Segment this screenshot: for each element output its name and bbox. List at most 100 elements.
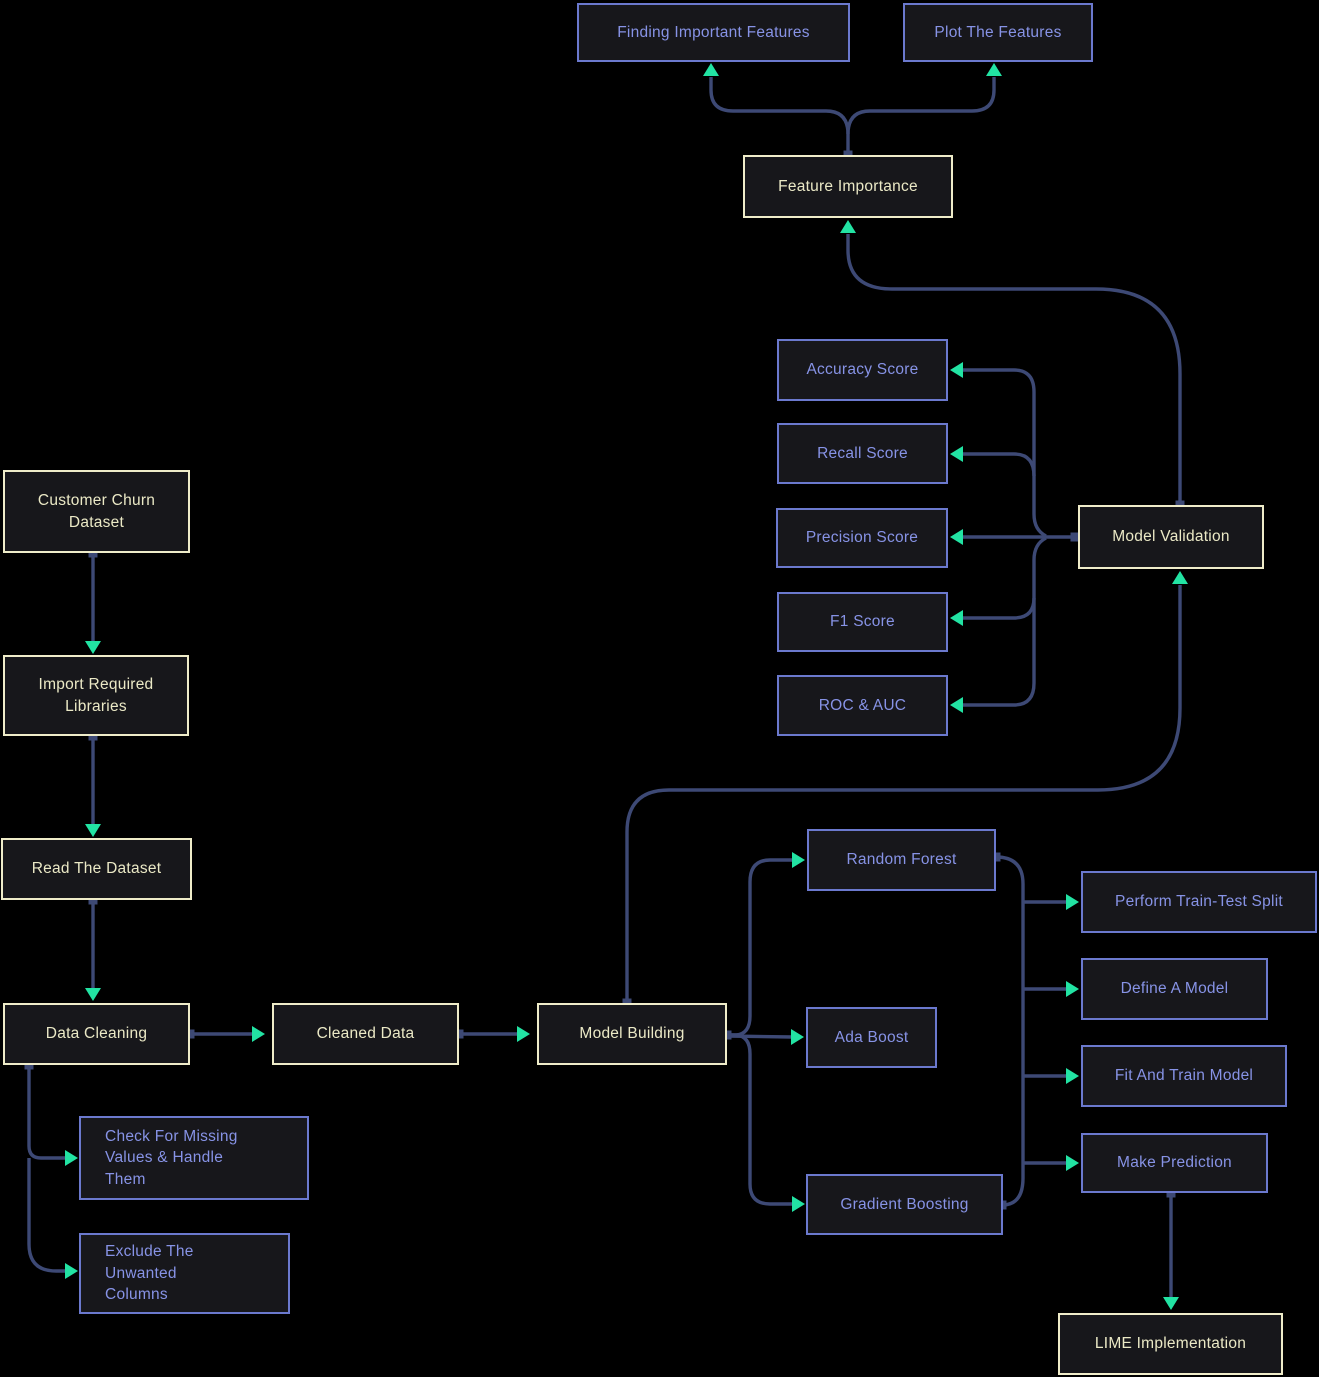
node-label: Fit And Train Model	[1114, 1067, 1254, 1085]
edge-scores-branch-f1	[950, 597, 1036, 626]
arrowhead-up	[703, 63, 719, 76]
node-label: Import Required Libraries	[38, 676, 154, 715]
node-label: Precision Score	[805, 529, 919, 547]
arrowhead-right	[791, 1029, 804, 1045]
node-gradient-boosting: Gradient Boosting	[806, 1174, 1003, 1235]
node-data-cleaning: Data Cleaning	[3, 1003, 190, 1065]
arrowhead-right	[65, 1263, 78, 1279]
node-fit-and-train-model: Fit And Train Model	[1081, 1045, 1287, 1107]
node-label: Model Building	[579, 1025, 685, 1043]
node-customer-churn-dataset: Customer Churn Dataset	[3, 470, 190, 553]
edge-model-building-to-random-forest	[722, 852, 805, 1040]
edge-trunk-to-define-a-model	[1023, 981, 1079, 997]
edge-source-dot	[24, 1060, 34, 1070]
arrowhead-right	[517, 1026, 530, 1042]
node-exclude-the-unwanted-columns: Exclude The Unwanted Columns	[79, 1233, 290, 1314]
edge-make-prediction-to-lime	[1163, 1188, 1179, 1310]
arrowhead-left	[950, 610, 963, 626]
node-label: Accuracy Score	[806, 361, 919, 379]
arrowhead-right	[792, 852, 805, 868]
node-label: F1 Score	[830, 613, 895, 631]
node-import-required-libraries: Import Required Libraries	[3, 655, 189, 736]
node-label: LIME Implementation	[1094, 1335, 1247, 1353]
edge-models-to-training-steps-trunk	[991, 852, 1025, 1210]
node-label: Check For Missing Values & Handle Them	[105, 1127, 238, 1188]
node-model-validation: Model Validation	[1078, 505, 1264, 569]
node-label: Recall Score	[817, 444, 908, 462]
arrowhead-right	[252, 1026, 265, 1042]
node-precision-score: Precision Score	[776, 508, 948, 568]
edge-scores-branch-recall	[950, 446, 1036, 477]
node-perform-train-test-split: Perform Train-Test Split	[1081, 871, 1317, 933]
arrowhead-down	[85, 988, 101, 1001]
edge-source-dot	[88, 548, 98, 558]
node-define-a-model: Define A Model	[1081, 958, 1268, 1020]
edge-data-cleaning-to-check-missing	[24, 1060, 78, 1166]
arrowhead-up	[1172, 571, 1188, 584]
edge-import-libraries-to-read-dataset	[85, 731, 101, 837]
node-label: Exclude The Unwanted Columns	[105, 1243, 194, 1304]
edge-source-dot	[454, 1029, 464, 1039]
arrowhead-left	[950, 697, 963, 713]
node-label: Read The Dataset	[31, 860, 162, 878]
edge-cleaned-data-to-model-building	[454, 1026, 530, 1042]
node-check-for-missing-values: Check For Missing Values & Handle Them	[79, 1116, 309, 1200]
node-label: Perform Train-Test Split	[1115, 893, 1283, 911]
edge-scores-branch-precision	[950, 529, 1046, 545]
edge-trunk-to-fit-and-train-model	[1023, 1068, 1079, 1084]
edge-source-dot	[185, 1029, 195, 1039]
edge-model-validation-to-scores	[1046, 532, 1080, 542]
node-label: Ada Boost	[834, 1028, 909, 1046]
arrowhead-right	[65, 1150, 78, 1166]
arrowhead-down	[85, 824, 101, 837]
edge-model-building-to-gradient-boosting	[727, 1033, 805, 1212]
arrowhead-right	[1066, 1155, 1079, 1171]
edge-trunk-to-perform-train-test-split	[1023, 894, 1079, 910]
edge-data-cleaning-to-exclude-columns	[27, 1158, 78, 1279]
arrowhead-down	[1163, 1297, 1179, 1310]
node-label: Model Validation	[1112, 528, 1230, 546]
edge-feature-importance-to-plot-the-features	[846, 63, 1002, 135]
node-f1-score: F1 Score	[777, 592, 948, 652]
node-label: ROC & AUC	[818, 696, 907, 714]
node-model-building: Model Building	[537, 1003, 727, 1065]
edge-data-cleaning-to-cleaned-data	[185, 1026, 265, 1042]
node-ada-boost: Ada Boost	[806, 1007, 937, 1068]
node-lime-implementation: LIME Implementation	[1058, 1313, 1283, 1375]
node-feature-importance: Feature Importance	[743, 155, 953, 218]
arrowhead-up	[840, 220, 856, 233]
node-make-prediction: Make Prediction	[1081, 1133, 1268, 1193]
node-label: Random Forest	[846, 851, 957, 869]
node-finding-important-features: Finding Important Features	[577, 3, 850, 62]
edge-source-dot	[88, 731, 98, 741]
edge-source-dot	[1166, 1188, 1176, 1198]
node-recall-score: Recall Score	[777, 423, 948, 484]
node-label: Feature Importance	[778, 177, 918, 195]
arrowhead-right	[1066, 1068, 1079, 1084]
arrowhead-left	[950, 362, 963, 378]
edge-source-dot	[1070, 532, 1080, 542]
edge-source-dot	[88, 895, 98, 905]
arrowhead-right	[792, 1196, 805, 1212]
node-accuracy-score: Accuracy Score	[777, 339, 948, 401]
edge-scores-branch-roc-auc	[950, 536, 1047, 713]
edge-feature-importance-to-finding-important-features	[703, 63, 853, 160]
node-label: Cleaned Data	[316, 1025, 415, 1043]
arrowhead-left	[950, 529, 963, 545]
node-random-forest: Random Forest	[807, 829, 996, 891]
arrowhead-right	[1066, 981, 1079, 997]
node-read-the-dataset: Read The Dataset	[1, 838, 192, 900]
edge-customer-churn-to-import-libraries	[85, 548, 101, 654]
node-label: Gradient Boosting	[840, 1195, 969, 1213]
node-label: Customer Churn Dataset	[37, 492, 156, 531]
arrowhead-down	[85, 641, 101, 654]
node-label: Define A Model	[1120, 980, 1229, 998]
node-label: Plot The Features	[934, 23, 1062, 41]
edge-source-dot	[991, 852, 1001, 862]
node-label: Finding Important Features	[617, 23, 810, 41]
arrowhead-left	[950, 446, 963, 462]
edge-read-dataset-to-data-cleaning	[85, 895, 101, 1001]
node-label: Data Cleaning	[45, 1025, 148, 1043]
arrowhead-up	[986, 63, 1002, 76]
